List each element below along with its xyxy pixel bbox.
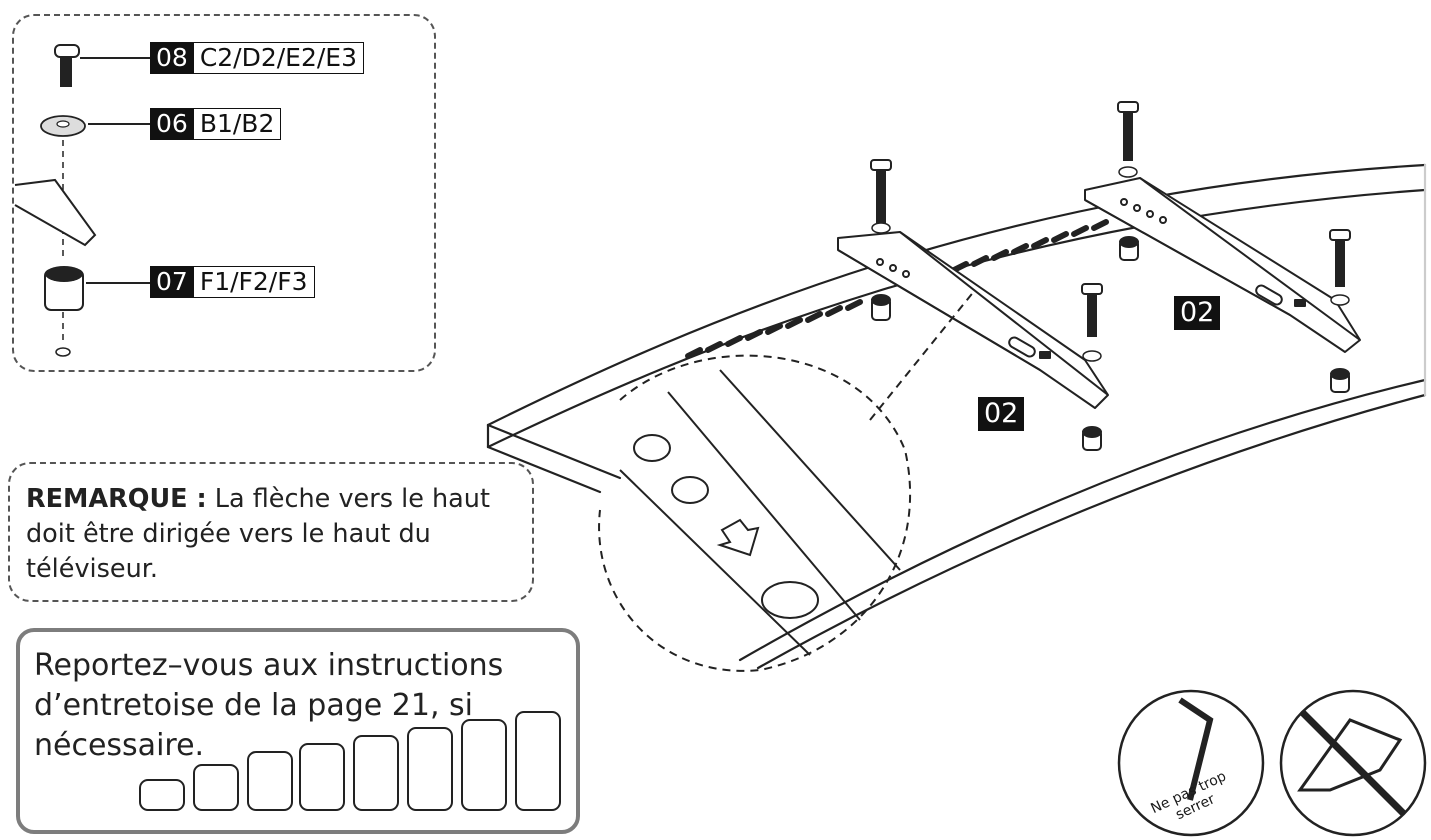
parts-drawing [14, 44, 150, 357]
part-codes: B1/B2 [193, 108, 282, 140]
part-label-06: 06 B1/B2 [150, 108, 282, 140]
part-label-07: 07 F1/F2/F3 [150, 266, 315, 298]
bracket-tag-left: 02 [978, 397, 1025, 431]
spacer-stack [139, 711, 561, 811]
no-power-drill-icon [1281, 691, 1425, 835]
zoom-detail [598, 289, 976, 672]
part-codes: C2/D2/E2/E3 [193, 42, 365, 74]
part-number: 08 [150, 42, 194, 74]
bracket-left [837, 231, 1109, 409]
note-heading: REMARQUE : [26, 484, 207, 514]
parts-legend-box [12, 14, 436, 372]
screws [870, 101, 1351, 451]
caution-icons [1117, 689, 1427, 837]
spacer-instruction-box: Reportez–vous aux instructions d’entreto… [16, 628, 580, 834]
spacer-instruction-text: Reportez–vous aux instructions d’entreto… [34, 648, 504, 763]
bracket-tag-right: 02 [1174, 296, 1221, 330]
part-codes: F1/F2/F3 [193, 266, 315, 298]
note-text: La flèche vers le haut doit être dirigée… [26, 484, 490, 584]
part-label-08: 08 C2/D2/E2/E3 [150, 42, 365, 74]
note-box: REMARQUE : La flèche vers le haut doit ê… [8, 462, 534, 602]
part-number: 07 [150, 266, 194, 298]
bracket-right [1084, 177, 1361, 353]
tv-vents [685, 219, 1109, 359]
part-number: 06 [150, 108, 194, 140]
